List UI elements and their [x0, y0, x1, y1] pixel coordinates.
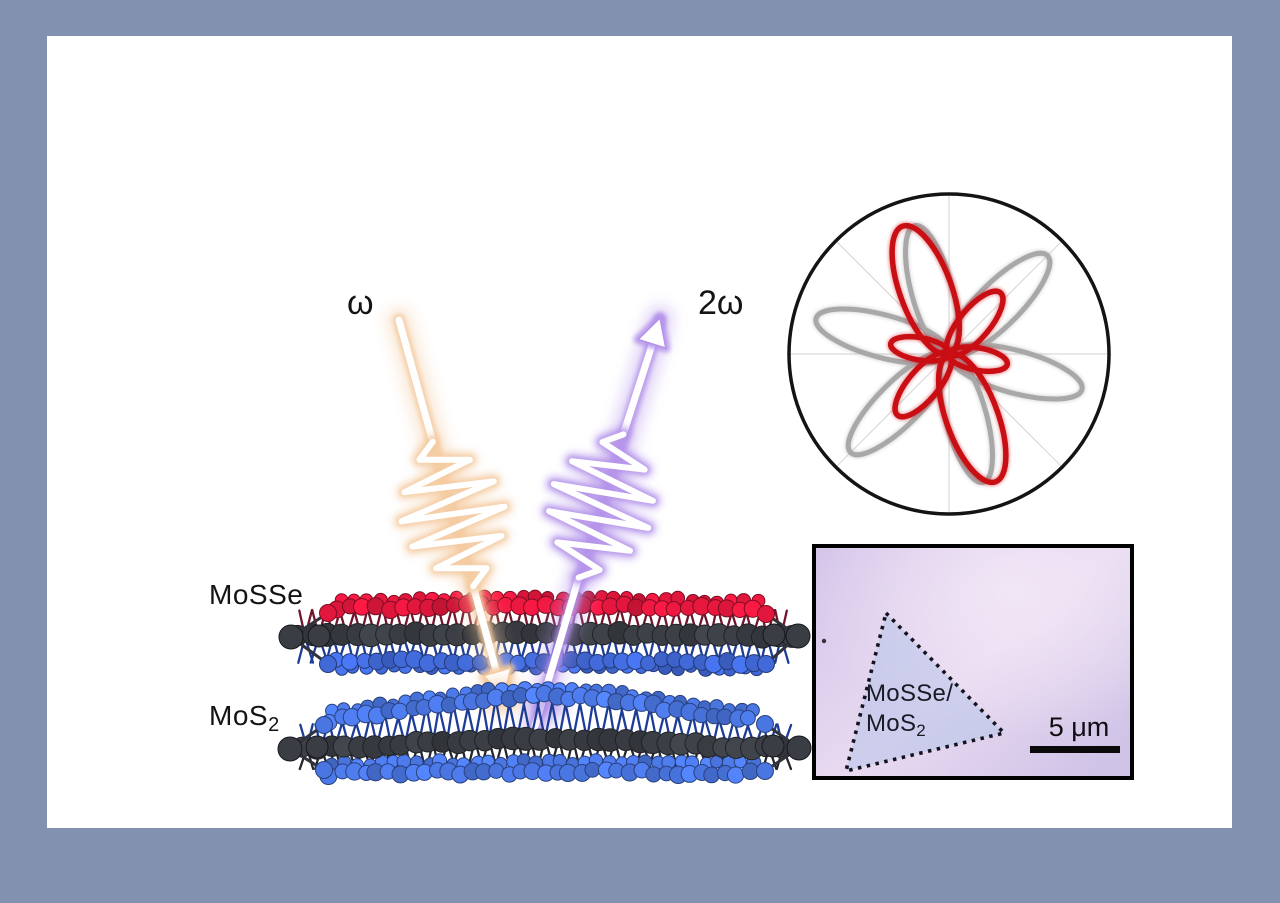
flake-label-line2-text: MoS: [866, 710, 917, 737]
mosse-layer-label-text: MoSSe: [209, 579, 304, 610]
incident-beam: [385, 306, 518, 711]
mos2-layer-label-text: MoS: [209, 700, 269, 731]
incident-frequency-label: ω: [347, 284, 374, 322]
flake-region: [846, 613, 1004, 771]
flake-outline: [843, 609, 1008, 774]
optical-micrograph: MoSSe/ MoS2 5 μm: [812, 544, 1134, 780]
polar-outer-circle: [787, 192, 1111, 516]
flake-label-line2-subscript: 2: [916, 721, 927, 740]
micrograph-image: [816, 548, 1130, 776]
scale-bar-label: 5 μm: [1048, 712, 1110, 742]
mos2-layer-label-subscript: 2: [268, 714, 280, 736]
polar-grid-spokes: [789, 194, 1109, 514]
second-harmonic-frequency-label: 2ω: [698, 284, 744, 322]
mos2-lattice: [277, 681, 812, 785]
shg-polarization-polar-plot: [787, 192, 1111, 516]
gray_rose-series: [812, 222, 1086, 486]
mosse-layer-label: MoSSe: [209, 581, 303, 609]
scale-bar: [1030, 746, 1120, 753]
micrograph-dust-dot: [821, 638, 827, 644]
figure-frame: ω 2ω MoSSe MoS2 MoSSe/ MoS2 5 μm: [47, 36, 1232, 828]
flake-label-line1: MoSSe/: [866, 680, 954, 707]
flake-label: MoSSe/ MoS2: [866, 679, 953, 746]
emitted-beam: [521, 305, 674, 740]
mosse-lattice: [278, 589, 811, 677]
mos2-layer-label: MoS2: [209, 700, 280, 736]
figure-panel: ω 2ω MoSSe MoS2 MoSSe/ MoS2 5 μm: [47, 36, 1232, 828]
flake-label-line2: MoS2: [866, 709, 953, 746]
impact-glow: [477, 681, 567, 718]
red_rose-series: [886, 221, 1012, 487]
